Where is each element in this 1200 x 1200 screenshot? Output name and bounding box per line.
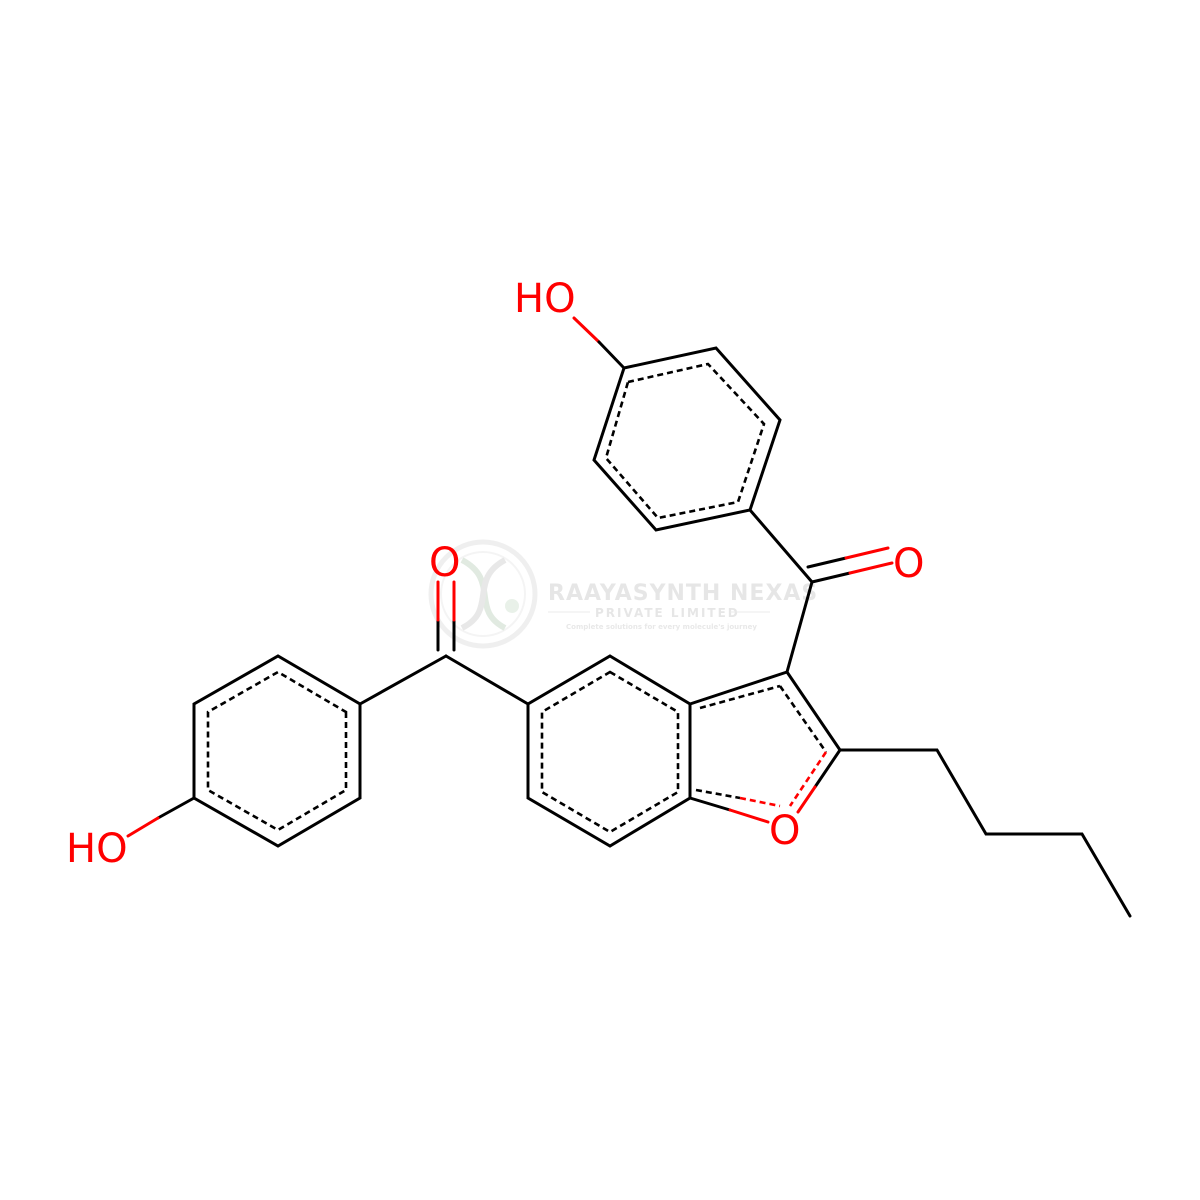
watermark-tagline: Complete solutions for every molecule's … [566,623,757,631]
hydroxyl-label-top: HO [514,276,576,322]
watermark-subtitle: PRIVATE LIMITED [595,606,740,620]
watermark: RAAYASYNTH NEXAS PRIVATE LIMITED Complet… [428,539,818,649]
phenol-ring-left [192,654,362,848]
phenol-ring-top [592,346,782,532]
benzofuran-benzene-ring [526,654,692,848]
hydroxyl-bond-top [572,316,626,370]
furan-oxygen-label: O [769,808,800,854]
watermark-company: RAAYASYNTH NEXAS [548,581,818,606]
dna-helix-logo-icon [428,539,538,649]
carbonyl-left [358,580,530,706]
carbonyl-oxygen-label-right: O [893,541,924,587]
carbonyl-right [748,508,894,674]
benzofuran-furan-ring [688,670,842,824]
carbonyl-oxygen-label-left: O [429,540,460,586]
hydroxyl-bond-left [126,796,196,838]
butyl-chain [838,748,1132,918]
hydroxyl-label-left: HO [66,826,128,872]
